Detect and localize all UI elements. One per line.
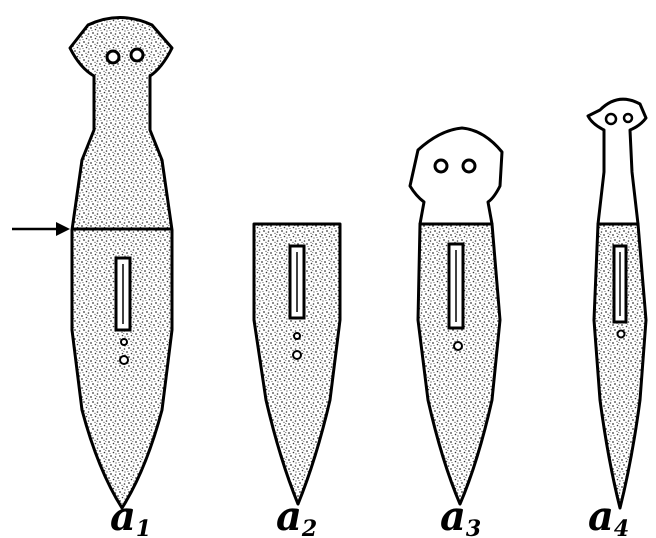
panel-label-a2: a2 xyxy=(276,493,317,538)
panel-label-a3: a3 xyxy=(440,493,481,538)
worm-a1 xyxy=(70,18,172,509)
worm-a2 xyxy=(254,224,340,504)
worm-a4 xyxy=(588,99,646,508)
right-arrow-icon xyxy=(12,222,70,236)
worm-a3 xyxy=(410,128,502,504)
panel-label-a1: a1 xyxy=(110,493,151,538)
